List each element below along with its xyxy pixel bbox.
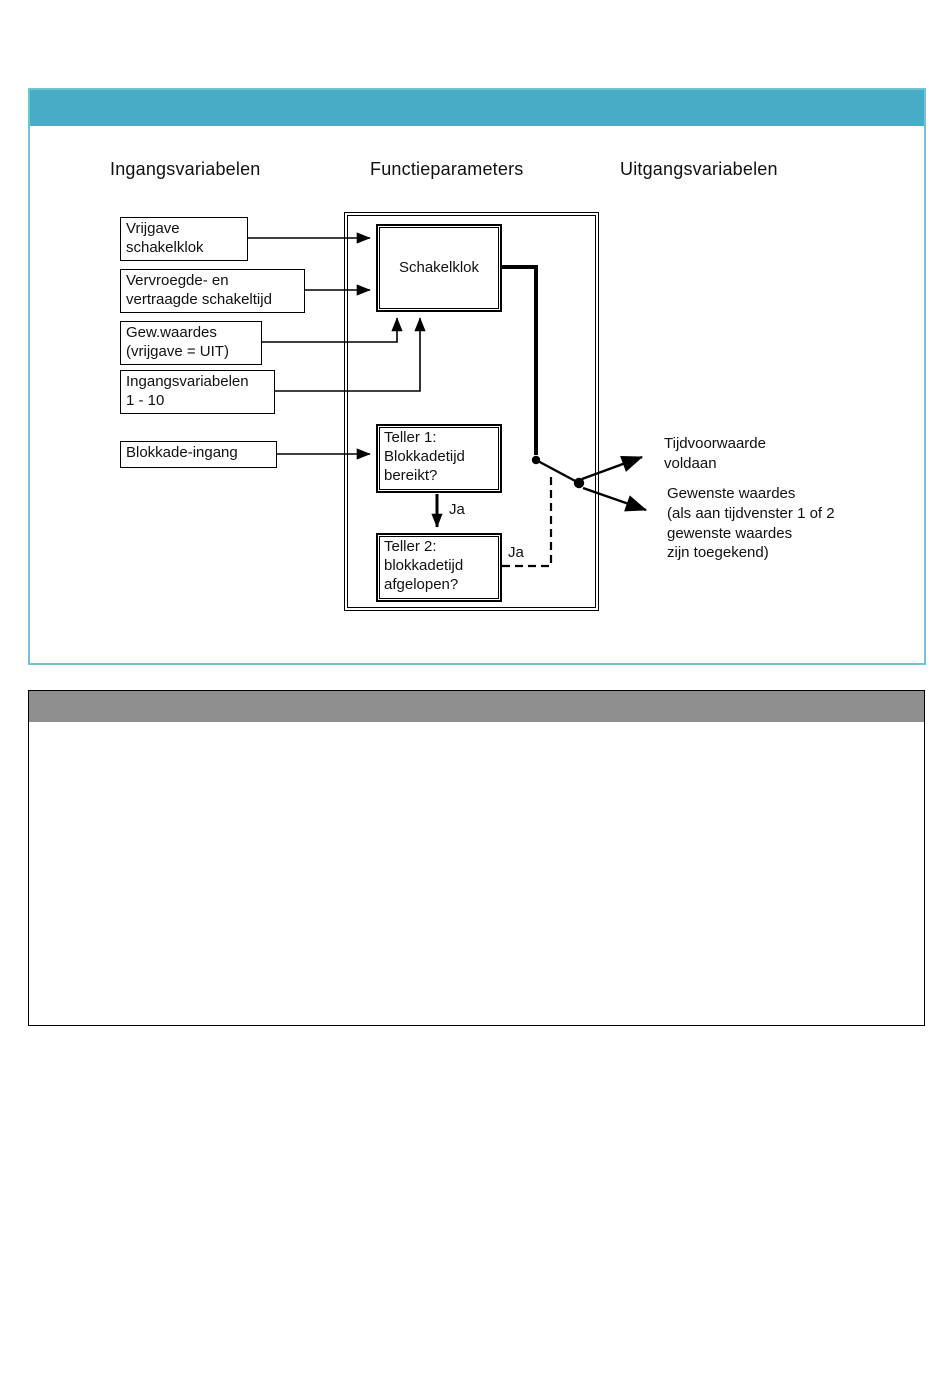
- teller2-box: Teller 2: blokkadetijd afgelopen?: [376, 533, 502, 602]
- content-panel: [28, 690, 925, 1026]
- column-header-outputs: Uitgangsvariabelen: [620, 159, 778, 179]
- input-box-gew-waardes: Gew.waardes (vrijgave = UIT): [120, 321, 262, 365]
- input-box-schakeltijd: Vervroegde- en vertraagde schakeltijd: [120, 269, 305, 313]
- diagram-header-bar: [30, 90, 924, 126]
- ja-label-1: Ja: [447, 501, 467, 518]
- ja-label-2: Ja: [506, 544, 526, 561]
- input-box-blokkade-ingang: Blokkade-ingang: [120, 441, 277, 468]
- output-label-tijdvoorwaarde: Tijdvoorwaarde voldaan: [664, 435, 766, 472]
- output-label-gewenste-waardes: Gewenste waardes (als aan tijdvenster 1 …: [667, 485, 835, 562]
- content-panel-header-bar: [29, 691, 924, 722]
- column-header-function-parameters: Functieparameters: [370, 159, 524, 179]
- input-box-vrijgave-schakelklok: Vrijgave schakelklok: [120, 217, 248, 261]
- input-box-ingangsvariabelen: Ingangsvariabelen 1 - 10: [120, 370, 275, 414]
- schakelklok-box: Schakelklok: [376, 224, 502, 312]
- teller1-box: Teller 1: Blokkadetijd bereikt?: [376, 424, 502, 493]
- column-header-inputs: Ingangsvariabelen: [110, 159, 261, 179]
